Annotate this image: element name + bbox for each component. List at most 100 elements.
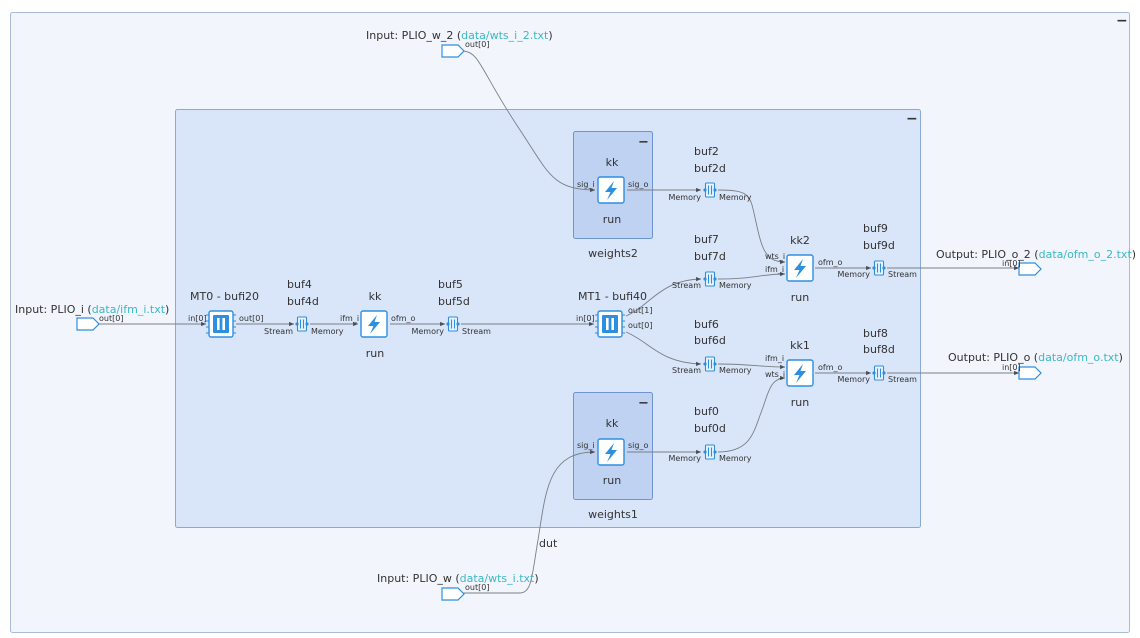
buffer-buf0[interactable]: buf0 buf0d Memory Memory: [668, 405, 751, 463]
svg-text:buf5: buf5: [438, 278, 463, 291]
svg-text:Memory: Memory: [719, 193, 752, 202]
svg-text:in[0]: in[0]: [576, 314, 595, 323]
kernel-kk[interactable]: kk ifm_i ofm_o run: [340, 290, 416, 360]
kernel-kk2[interactable]: kk2 wts_i ifm_i ofm_o run: [765, 234, 843, 304]
lightning-icon: [597, 438, 625, 466]
dut-collapse-button[interactable]: −: [906, 111, 918, 127]
kernel-kk1[interactable]: kk1 ifm_i wts_i ofm_o run: [765, 339, 843, 409]
wire-buf0-to-kk1: [717, 375, 786, 453]
svg-text:buf6d: buf6d: [694, 334, 726, 347]
plio-o2[interactable]: Output: PLIO_o_2 (data/ofm_o_2.txt) in[0…: [936, 248, 1136, 276]
svg-text:out[0]: out[0]: [239, 314, 263, 323]
svg-text:Memory: Memory: [311, 327, 344, 336]
buffer-buf6[interactable]: buf6 buf6d Stream Memory: [672, 318, 752, 375]
plio-i[interactable]: Input: PLIO_i (data/ifm_i.txt) out[0]: [15, 303, 169, 331]
weights1-kernel[interactable]: kk sig_i sig_o run: [577, 417, 648, 487]
svg-text:buf5d: buf5d: [438, 295, 470, 308]
wire-plio-w2-to-weights2: [462, 50, 596, 193]
double-buffer-icon: [871, 365, 887, 381]
svg-text:buf4: buf4: [287, 278, 312, 291]
double-buffer-icon: [702, 182, 718, 198]
svg-text:Output: PLIO_o (data/ofm_o.txt: Output: PLIO_o (data/ofm_o.txt): [948, 351, 1123, 364]
svg-text:buf7d: buf7d: [694, 250, 726, 263]
svg-text:Memory: Memory: [837, 270, 870, 279]
svg-text:run: run: [791, 396, 809, 409]
plio-o[interactable]: Output: PLIO_o (data/ofm_o.txt) in[0]: [948, 351, 1123, 380]
plio-o-file-link[interactable]: data/ofm_o.txt: [1038, 351, 1119, 364]
double-buffer-icon: [702, 356, 718, 372]
svg-text:Stream: Stream: [264, 327, 293, 336]
buffer-buf9[interactable]: buf9 buf9d Memory Stream: [837, 222, 917, 279]
svg-text:ifm_i: ifm_i: [765, 265, 784, 274]
plio-o-port-label: in[0]: [1002, 363, 1021, 372]
memtile-mt0[interactable]: MT0 - bufi20 in[0] out[0]: [188, 290, 263, 338]
wire-plio-w-to-weights1: [463, 449, 596, 594]
wire-mt1-to-buf7: [625, 276, 702, 317]
svg-text:buf8d: buf8d: [863, 343, 895, 356]
weights2-collapse-button[interactable]: −: [638, 135, 649, 150]
plio-w-port-label: out[0]: [465, 583, 489, 592]
lightning-icon: [786, 359, 814, 387]
dut-subgraph[interactable]: [175, 109, 921, 528]
plio-o2-port-label: in[0]: [1002, 259, 1021, 268]
svg-text:Input: PLIO_w (data/wts_i.txt): Input: PLIO_w (data/wts_i.txt): [377, 572, 539, 585]
svg-text:buf2d: buf2d: [694, 162, 726, 175]
svg-text:buf9d: buf9d: [863, 239, 895, 252]
svg-text:sig_o: sig_o: [628, 441, 648, 450]
svg-text:buf7: buf7: [694, 233, 719, 246]
lightning-icon: [786, 254, 814, 282]
lightning-icon: [360, 310, 388, 338]
svg-text:ofm_o: ofm_o: [391, 314, 416, 323]
double-buffer-icon: [702, 271, 718, 287]
svg-text:kk2: kk2: [790, 234, 810, 247]
svg-text:kk: kk: [369, 290, 382, 303]
plio-w-file-link[interactable]: data/wts_i.txt: [460, 572, 535, 585]
double-buffer-icon: [294, 316, 310, 332]
plio-i-file-link[interactable]: data/ifm_i.txt: [92, 303, 166, 316]
weights2-kernel[interactable]: kk sig_i sig_o run: [577, 156, 648, 226]
svg-text:ofm_o: ofm_o: [818, 258, 843, 267]
svg-text:ifm_i: ifm_i: [340, 314, 359, 323]
memtile-mt1[interactable]: MT1 - bufi40 in[0] out[1] out[0]: [576, 290, 652, 338]
double-buffer-icon: [702, 444, 718, 460]
svg-text:sig_o: sig_o: [628, 180, 648, 189]
svg-text:wts_i: wts_i: [765, 252, 785, 261]
buffer-buf7[interactable]: buf7 buf7d Stream Memory: [672, 233, 752, 290]
dut-label: dut: [539, 537, 558, 550]
buffer-buf2[interactable]: buf2 buf2d Memory Memory: [668, 145, 751, 202]
svg-text:Stream: Stream: [672, 281, 701, 290]
weights2-label: weights2: [588, 247, 638, 260]
buffer-buf4[interactable]: buf4 buf4d Stream Memory: [264, 278, 344, 336]
svg-text:Stream: Stream: [888, 375, 917, 384]
svg-text:Output: PLIO_o_2 (data/ofm_o_2: Output: PLIO_o_2 (data/ofm_o_2.txt): [936, 248, 1136, 261]
svg-text:buf8: buf8: [863, 327, 888, 340]
buffer-buf8[interactable]: buf8 buf8d Memory Stream: [837, 327, 917, 384]
lightning-icon: [597, 176, 625, 204]
outer-collapse-button[interactable]: −: [1116, 13, 1128, 29]
svg-text:sig_i: sig_i: [577, 180, 595, 189]
mt0-title: MT0 - bufi20: [190, 290, 259, 303]
weights1-collapse-button[interactable]: −: [638, 396, 649, 411]
pause-bars-icon: [205, 310, 237, 338]
double-buffer-icon: [871, 260, 887, 276]
plio-w[interactable]: Input: PLIO_w (data/wts_i.txt) out[0]: [377, 572, 539, 601]
svg-text:in[0]: in[0]: [188, 314, 207, 323]
svg-text:buf9: buf9: [863, 222, 888, 235]
svg-text:Memory: Memory: [719, 366, 752, 375]
mt1-title: MT1 - bufi40: [578, 290, 647, 303]
buffer-buf5[interactable]: buf5 buf5d Memory Stream: [411, 278, 491, 336]
plio-w2[interactable]: Input: PLIO_w_2 (data/wts_i_2.txt) out[0…: [366, 29, 553, 58]
svg-text:run: run: [366, 347, 384, 360]
svg-text:ofm_o: ofm_o: [818, 363, 843, 372]
plio-o2-file-link[interactable]: data/ofm_o_2.txt: [1039, 248, 1133, 261]
svg-text:Input: PLIO_w_2 (data/wts_i_2.: Input: PLIO_w_2 (data/wts_i_2.txt): [366, 29, 553, 42]
svg-text:out[0]: out[0]: [628, 321, 652, 330]
svg-text:sig_i: sig_i: [577, 441, 595, 450]
svg-text:Input: PLIO_i (data/ifm_i.txt): Input: PLIO_i (data/ifm_i.txt): [15, 303, 169, 316]
wire-buf7-to-kk2: [717, 271, 786, 280]
svg-text:run: run: [603, 213, 621, 226]
wire-buf6-to-kk1: [717, 363, 786, 370]
svg-text:buf4d: buf4d: [287, 295, 319, 308]
svg-text:buf0d: buf0d: [694, 422, 726, 435]
plio-w2-file-link[interactable]: data/wts_i_2.txt: [461, 29, 549, 42]
